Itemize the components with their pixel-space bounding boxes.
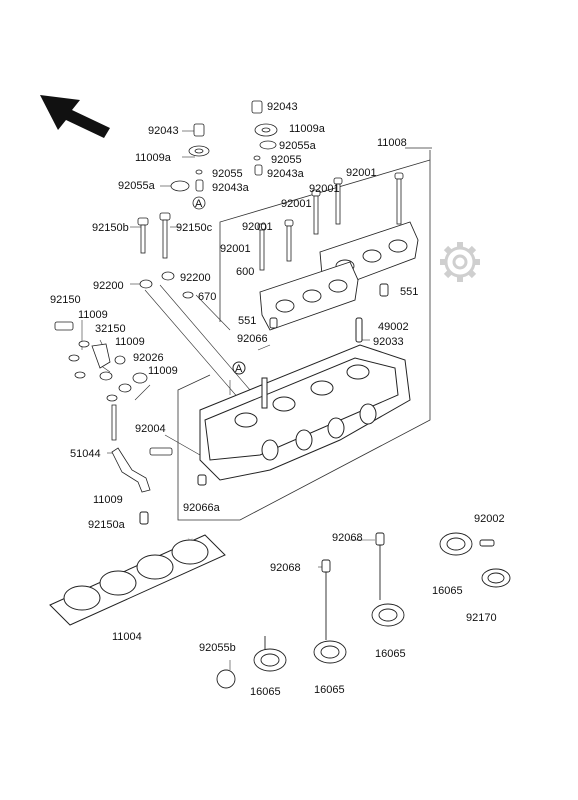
- label-551-right: 551: [400, 286, 418, 298]
- label-11009-2: 11009: [115, 336, 145, 348]
- label-92068-b: 92068: [270, 562, 301, 574]
- part-number-labels: 92043 11009a 92055a 92055 92043a 92043 1…: [50, 101, 505, 698]
- label-92002: 92002: [474, 513, 505, 525]
- label-92033: 92033: [373, 336, 404, 348]
- label-a-circle-top: A: [195, 198, 203, 210]
- washers-92200: [139, 271, 194, 299]
- label-92150a: 92150a: [88, 519, 126, 531]
- label-16065-a: 16065: [432, 585, 463, 597]
- label-51044: 51044: [70, 448, 101, 460]
- oil-fittings-left: [54, 321, 148, 402]
- cylinder-head-bolts: [137, 172, 404, 271]
- label-16065-b: 16065: [375, 648, 406, 660]
- label-32150: 32150: [95, 323, 126, 335]
- breather-hose: [111, 404, 173, 493]
- label-92043-top: 92043: [267, 101, 298, 113]
- label-11008: 11008: [377, 137, 407, 149]
- label-92001-4: 92001: [242, 221, 273, 233]
- cylinder-head: [139, 317, 411, 525]
- front-arrow-icon: [40, 95, 110, 138]
- label-670: 670: [198, 291, 216, 303]
- label-92055a-left: 92055a: [118, 180, 156, 192]
- label-92150c: 92150c: [176, 222, 213, 234]
- label-92066a: 92066a: [183, 502, 221, 514]
- label-92026: 92026: [133, 352, 164, 364]
- label-92150: 92150: [50, 294, 81, 306]
- label-92043a-left: 92043a: [212, 182, 250, 194]
- head-gasket: [49, 534, 226, 626]
- label-92043a-right: 92043a: [267, 168, 305, 180]
- label-600: 600: [236, 266, 254, 278]
- label-a-circle-mid: A: [235, 363, 243, 375]
- label-16065-c: 16065: [250, 686, 281, 698]
- top-left-valve-parts: [170, 123, 210, 210]
- label-92001-1: 92001: [346, 167, 377, 179]
- label-11009a-right: 11009a: [289, 123, 326, 135]
- label-92055a-right: 92055a: [279, 140, 317, 152]
- label-92068-a: 92068: [332, 532, 363, 544]
- label-92170: 92170: [466, 612, 497, 624]
- label-11009-1: 11009: [78, 309, 108, 321]
- label-11009a-left: 11009a: [135, 152, 172, 164]
- label-92200-b: 92200: [180, 272, 211, 284]
- label-11009-4: 11009: [93, 494, 123, 506]
- label-11004: 11004: [112, 631, 142, 643]
- label-92001-5: 92001: [220, 243, 251, 255]
- label-11009-3: 11009: [148, 365, 178, 377]
- intake-holders: [216, 532, 511, 689]
- camshaft-holder-lower: [259, 261, 359, 331]
- label-92150b: 92150b: [92, 222, 129, 234]
- label-92055-right: 92055: [271, 154, 302, 166]
- label-92200-a: 92200: [93, 280, 124, 292]
- label-49002: 49002: [378, 321, 409, 333]
- label-92004: 92004: [135, 423, 166, 435]
- label-92055-left: 92055: [212, 168, 243, 180]
- callout-box: [177, 147, 432, 521]
- label-551-bottom: 551: [238, 315, 256, 327]
- label-16065-d: 16065: [314, 684, 345, 696]
- gear-icon: [440, 242, 480, 282]
- label-92001-2: 92001: [309, 183, 340, 195]
- label-92055b: 92055b: [199, 642, 236, 654]
- label-92043-left: 92043: [148, 125, 179, 137]
- label-92001-3: 92001: [281, 198, 312, 210]
- top-right-valve-parts: [251, 100, 278, 176]
- label-92066: 92066: [237, 333, 268, 345]
